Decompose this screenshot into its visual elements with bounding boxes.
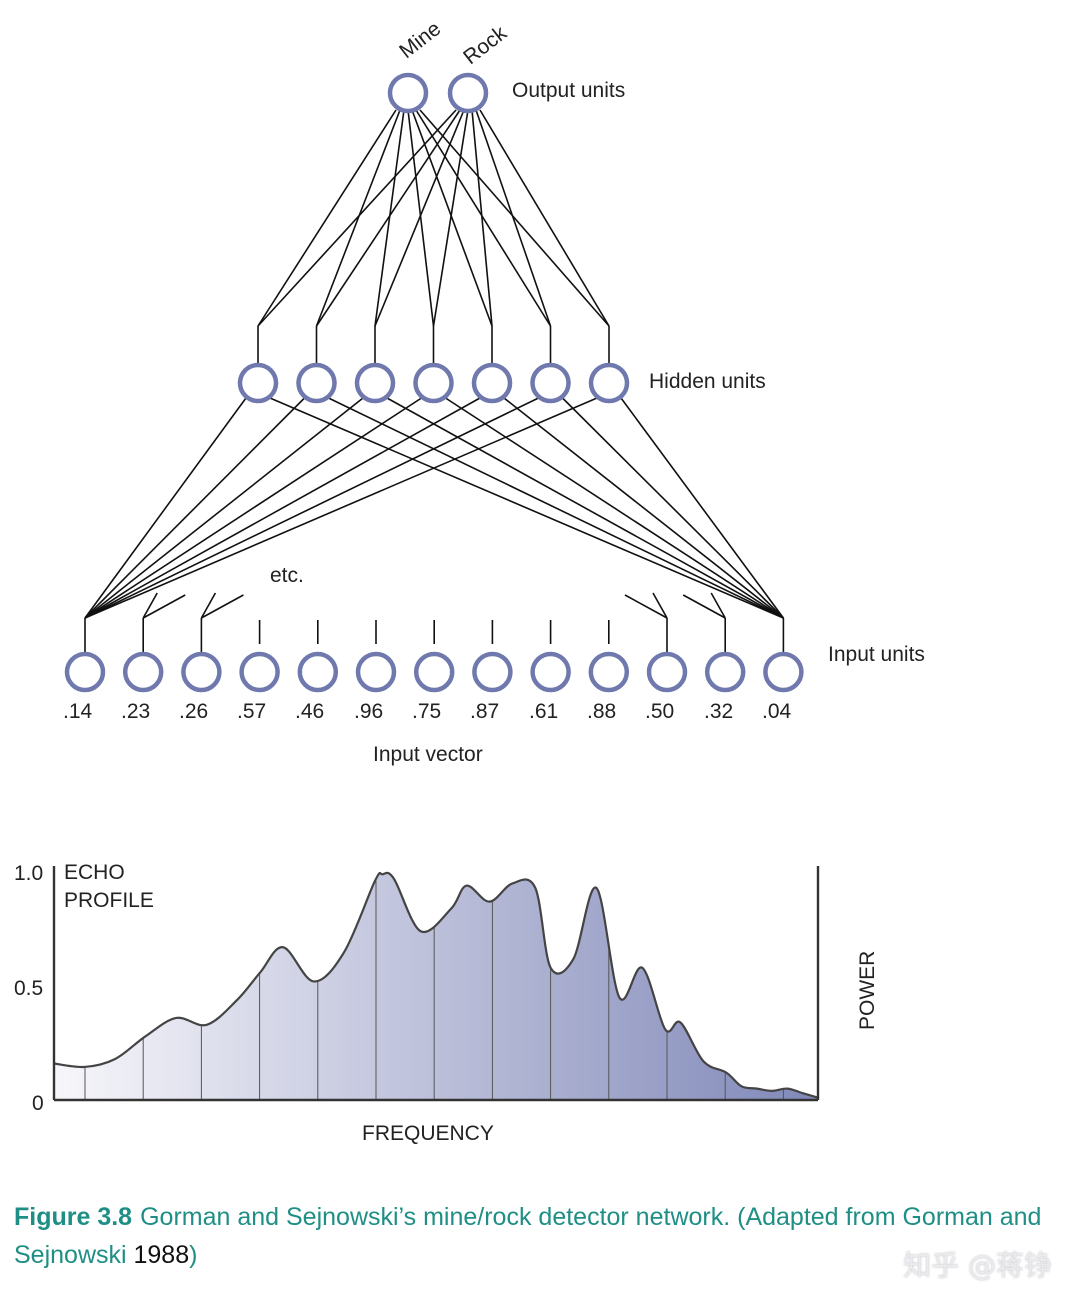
hidden-unit	[237, 362, 279, 404]
input-partial-connection	[201, 594, 244, 619]
echo-area	[54, 872, 818, 1100]
input-partial-connection	[652, 592, 668, 619]
units	[64, 72, 804, 693]
input-unit	[646, 651, 688, 693]
input-unit	[181, 651, 222, 693]
input-value: .26	[179, 700, 209, 723]
hidden-output-connection	[315, 109, 401, 327]
hidden-units-label: Hidden units	[649, 370, 766, 393]
hidden-output-connection	[415, 109, 552, 327]
input-hidden-connection	[84, 397, 306, 619]
input-hidden-connection	[503, 397, 784, 619]
hidden-output-connection	[419, 109, 610, 327]
input-partial-connection	[624, 594, 668, 619]
input-value: .32	[704, 700, 734, 723]
watermark: 知乎 @蒋铮	[903, 1249, 1052, 1282]
caption-close: )	[189, 1241, 198, 1269]
echo-title-line2: PROFILE	[64, 889, 154, 912]
hidden-unit	[296, 362, 337, 404]
hidden-unit	[471, 362, 513, 404]
output-unit	[387, 72, 429, 114]
caption-year: 1988	[133, 1241, 190, 1269]
input-hidden-connection	[445, 397, 784, 619]
input-unit	[239, 651, 280, 693]
input-value: .23	[121, 700, 151, 723]
echo-title-line1: ECHO	[64, 861, 125, 884]
network-diagram	[64, 72, 804, 693]
input-unit	[122, 651, 164, 693]
input-value: .14	[63, 700, 93, 723]
input-value: .46	[295, 700, 325, 723]
input-unit	[588, 651, 630, 693]
caption-text: Gorman and Sejnowski’s mine/rock detecto…	[14, 1203, 1042, 1269]
input-hidden-connection	[84, 397, 481, 619]
output-unit	[447, 72, 489, 114]
hidden-unit	[354, 362, 396, 404]
input-value: .96	[354, 700, 384, 723]
y-tick-label: 0	[32, 1092, 44, 1115]
output-units-label: Output units	[512, 79, 626, 102]
hidden-output-connection	[432, 109, 469, 327]
hidden-output-connection	[479, 109, 610, 327]
input-hidden-connection	[386, 397, 784, 619]
input-unit	[64, 651, 106, 693]
input-hidden-connection	[620, 397, 785, 619]
hidden-output-connection	[257, 109, 397, 327]
input-unit	[704, 651, 746, 693]
hidden-output-connection	[374, 109, 465, 327]
hidden-unit	[530, 362, 571, 404]
echo-line	[53, 871, 819, 1099]
input-vector-label: Input vector	[373, 743, 483, 766]
figure-label: Figure 3.8	[14, 1203, 133, 1231]
y-axis-label: POWER	[856, 950, 879, 1030]
input-value: .87	[470, 700, 500, 723]
hidden-output-connection	[407, 109, 435, 327]
input-unit	[530, 651, 571, 693]
input-hidden-connection	[84, 397, 539, 619]
hidden-output-connection	[257, 109, 457, 327]
input-hidden-connection	[328, 397, 784, 619]
input-value: .61	[529, 700, 559, 723]
input-unit	[763, 651, 804, 693]
hidden-unit	[413, 362, 454, 404]
input-hidden-connection	[84, 397, 364, 619]
y-tick-label: 0.5	[14, 977, 44, 1000]
input-unit	[297, 651, 339, 693]
x-axis-label: FREQUENCY	[362, 1122, 494, 1145]
echo-profile-chart	[52, 866, 820, 1102]
input-partial-connection	[142, 594, 186, 619]
input-unit	[472, 651, 513, 693]
input-hidden-connection	[84, 397, 598, 619]
input-partial-connection	[710, 592, 726, 619]
input-value: .04	[762, 700, 792, 723]
input-hidden-connection	[84, 397, 247, 619]
input-partial-connection	[200, 592, 217, 619]
input-value: .57	[237, 700, 267, 723]
input-hidden-connection	[84, 397, 422, 619]
hidden-output-connection	[374, 109, 405, 327]
etc-label: etc.	[270, 564, 304, 587]
hidden-output-connection	[411, 109, 493, 327]
input-hidden-connection	[269, 397, 784, 619]
hidden-output-connection	[475, 109, 552, 327]
y-tick-label: 1.0	[14, 862, 44, 885]
hidden-unit	[588, 362, 630, 404]
hidden-output-connection	[315, 109, 461, 327]
input-value: .88	[587, 700, 617, 723]
connection-lines	[84, 109, 785, 653]
input-partial-connection	[142, 592, 158, 619]
input-unit	[355, 651, 397, 693]
input-units-label: Input units	[828, 643, 925, 666]
input-value: .50	[645, 700, 675, 723]
input-partial-connection	[682, 594, 726, 619]
hidden-output-connection	[471, 109, 493, 327]
input-unit	[413, 651, 455, 693]
input-hidden-connection	[561, 397, 784, 619]
input-value: .75	[412, 700, 442, 723]
